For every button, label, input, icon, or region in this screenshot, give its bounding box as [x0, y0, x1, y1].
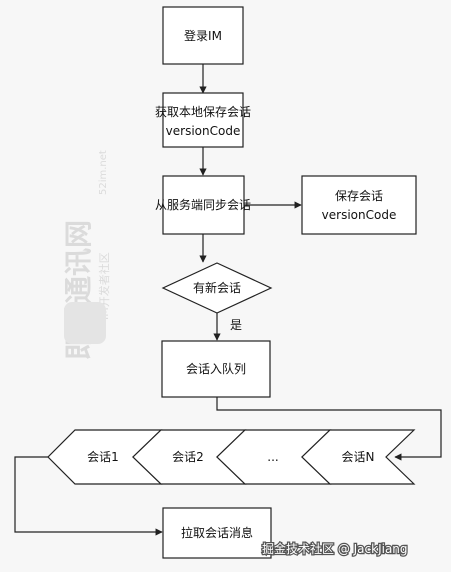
decision-yes-label: 是: [230, 318, 242, 332]
node-pull-messages-label: 拉取会话消息: [181, 525, 253, 540]
node-decision-label: 有新会话: [193, 280, 241, 295]
watermark-badge: 52im.net: [98, 150, 109, 195]
node-get-version-line2: versionCode: [166, 124, 241, 138]
node-pull-messages: 拉取会话消息: [162, 507, 272, 559]
node-sync-sessions: 从服务端同步会话: [155, 175, 251, 235]
queue-item-2-label: 会话2: [172, 450, 204, 464]
node-save-version-line2: versionCode: [322, 208, 397, 222]
node-save-version: 保存会话 versionCode: [301, 175, 417, 235]
watermark-logo-icon: [64, 302, 106, 344]
node-enqueue-label: 会话入队列: [186, 361, 246, 376]
connectors: [14, 64, 442, 536]
node-get-version-line1: 获取本地保存会话: [155, 105, 251, 119]
queue-item-n-label: 会话N: [342, 450, 375, 464]
node-save-version-line1: 保存会话: [335, 189, 383, 203]
node-login: 登录IM: [162, 6, 244, 65]
queue-item-1-label: 会话1: [87, 450, 119, 464]
footer-credit: 掘金技术社区 @ JackJiang: [261, 540, 409, 558]
queue: 会话1 会话2 ... 会话N: [47, 429, 416, 485]
arrow-enqueue-to-queue: [216, 397, 442, 461]
queue-item-n-shape: [301, 429, 416, 485]
node-decision: 有新会话: [161, 262, 273, 314]
node-login-label: 登录IM: [184, 28, 222, 43]
node-sync-sessions-label: 从服务端同步会话: [155, 197, 251, 212]
footer-credit-text: 掘金技术社区 @ JackJiang: [262, 541, 408, 556]
node-enqueue: 会话入队列: [161, 340, 271, 398]
queue-item-3-label: ...: [267, 450, 278, 464]
node-get-version: 获取本地保存会话 versionCode: [155, 92, 251, 148]
watermark: 即时通讯网 IM开发者社区 52im.net: [62, 150, 111, 360]
arrow-queue-to-pull: [14, 456, 163, 536]
